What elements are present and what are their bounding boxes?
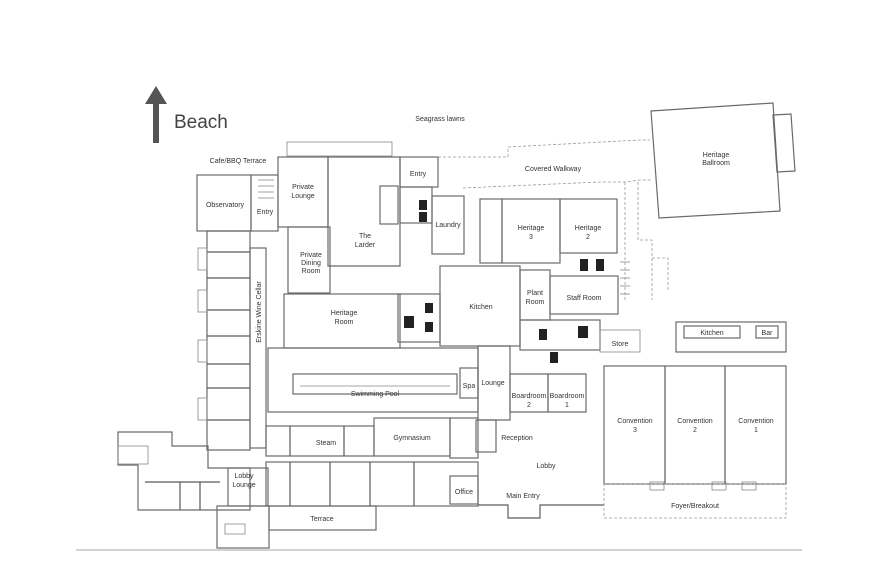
covered-walkway-label: Covered Walkway	[525, 166, 582, 173]
convention-2-label-line2: 2	[693, 427, 697, 434]
heritage-ballroom: Heritage Ballroom	[650, 102, 796, 219]
convention-2-label-line1: Convention	[677, 418, 713, 425]
restroom-icon	[419, 200, 604, 363]
convention-3-label-line2: 3	[633, 427, 637, 434]
heritage-2-label-line2: 2	[586, 234, 590, 241]
plant-room-label-line1: Plant	[527, 290, 543, 297]
private-dining-label-line1: Private	[300, 252, 322, 259]
lobby-label: Lobby	[536, 463, 556, 470]
steam-label: Steam	[316, 440, 336, 447]
heritage-meeting-rooms: Heritage 3 Heritage 2 Plant Room Staff R…	[479, 198, 630, 321]
boardroom-1-label-line2: 1	[565, 402, 569, 409]
heritage-2-label-line1: Heritage	[575, 225, 602, 232]
boardroom-1-label-line1: Boardroom	[550, 393, 585, 400]
private-dining-label-line3: Room	[302, 268, 321, 275]
lobby-area: Lounge Boardroom 2 Boardroom 1 Reception…	[475, 319, 641, 519]
beach-label: Beach	[174, 112, 228, 133]
bar-label: Bar	[762, 330, 774, 337]
cafe-bbq-terrace-label: Cafe/BBQ Terrace	[210, 158, 267, 165]
heritage-room-label-line2: Room	[335, 319, 354, 326]
gym-block: Steam Gymnasium Office	[265, 417, 479, 507]
the-larder-label-line1: The	[359, 233, 371, 240]
laundry-label: Laundry	[435, 222, 461, 229]
heritage-room-label-line1: Heritage	[331, 310, 358, 317]
convention-centre: Convention 3 Convention 2 Convention 1 F…	[603, 365, 787, 519]
lobby-lounge-label-line1: Lobby	[234, 473, 254, 480]
terrace-label: Terrace	[310, 516, 333, 523]
boardroom-2-label-line1: Boardroom	[512, 393, 547, 400]
spa-label: Spa	[463, 383, 476, 390]
foyer-breakout-label: Foyer/Breakout	[671, 503, 719, 510]
kitchen-bar-label: Kitchen	[700, 330, 723, 337]
entry-west-label: Entry	[257, 209, 274, 216]
north-arrow-icon	[145, 86, 167, 143]
central-block: Private Lounge The Larder Entry Laundry …	[277, 141, 521, 349]
main-entry-label: Main Entry	[506, 493, 540, 500]
convention-1-label-line1: Convention	[738, 418, 774, 425]
convention-1-label-line2: 1	[754, 427, 758, 434]
private-dining-label-line2: Dining	[301, 260, 321, 267]
the-larder-label-line2: Larder	[355, 242, 376, 249]
heritage-3-label-line1: Heritage	[518, 225, 545, 232]
entry-north-label: Entry	[410, 171, 427, 178]
office-label: Office	[455, 489, 473, 496]
convention-3-label-line1: Convention	[617, 418, 653, 425]
reception-label: Reception	[501, 435, 533, 442]
heritage-ballroom-label-line2: Ballroom	[702, 160, 730, 167]
gymnasium-label: Gymnasium	[393, 435, 431, 442]
pool-area: Swimming Pool Spa	[267, 347, 479, 413]
accessible-icon	[404, 316, 588, 338]
private-lounge-label-line2: Lounge	[291, 193, 314, 200]
private-lounge-label-line1: Private	[292, 184, 314, 191]
plant-room-label-line2: Room	[526, 299, 545, 306]
staff-room-label: Staff Room	[567, 295, 602, 302]
boardroom-2-label-line2: 2	[527, 402, 531, 409]
seagrass-lawns-label: Seagrass lawns	[415, 116, 465, 123]
store-label: Store	[612, 341, 629, 348]
lounge-label: Lounge	[481, 380, 504, 387]
erskine-wine-cellar-label: Erskine Wine Cellar	[256, 281, 263, 343]
lobby-lounge-label-line2: Lounge	[232, 482, 255, 489]
kitchen-main-label: Kitchen	[469, 304, 492, 311]
west-wing: Observatory Entry Erskine Wine Cellar Lo…	[117, 174, 377, 549]
heritage-3-label-line2: 3	[529, 234, 533, 241]
kitchen-bar-block: Kitchen Bar	[675, 321, 787, 353]
heritage-ballroom-label-line1: Heritage	[703, 152, 730, 159]
covered-walkway-outline	[438, 139, 669, 302]
observatory-label: Observatory	[206, 202, 245, 209]
swimming-pool-label: Swimming Pool	[351, 391, 400, 398]
